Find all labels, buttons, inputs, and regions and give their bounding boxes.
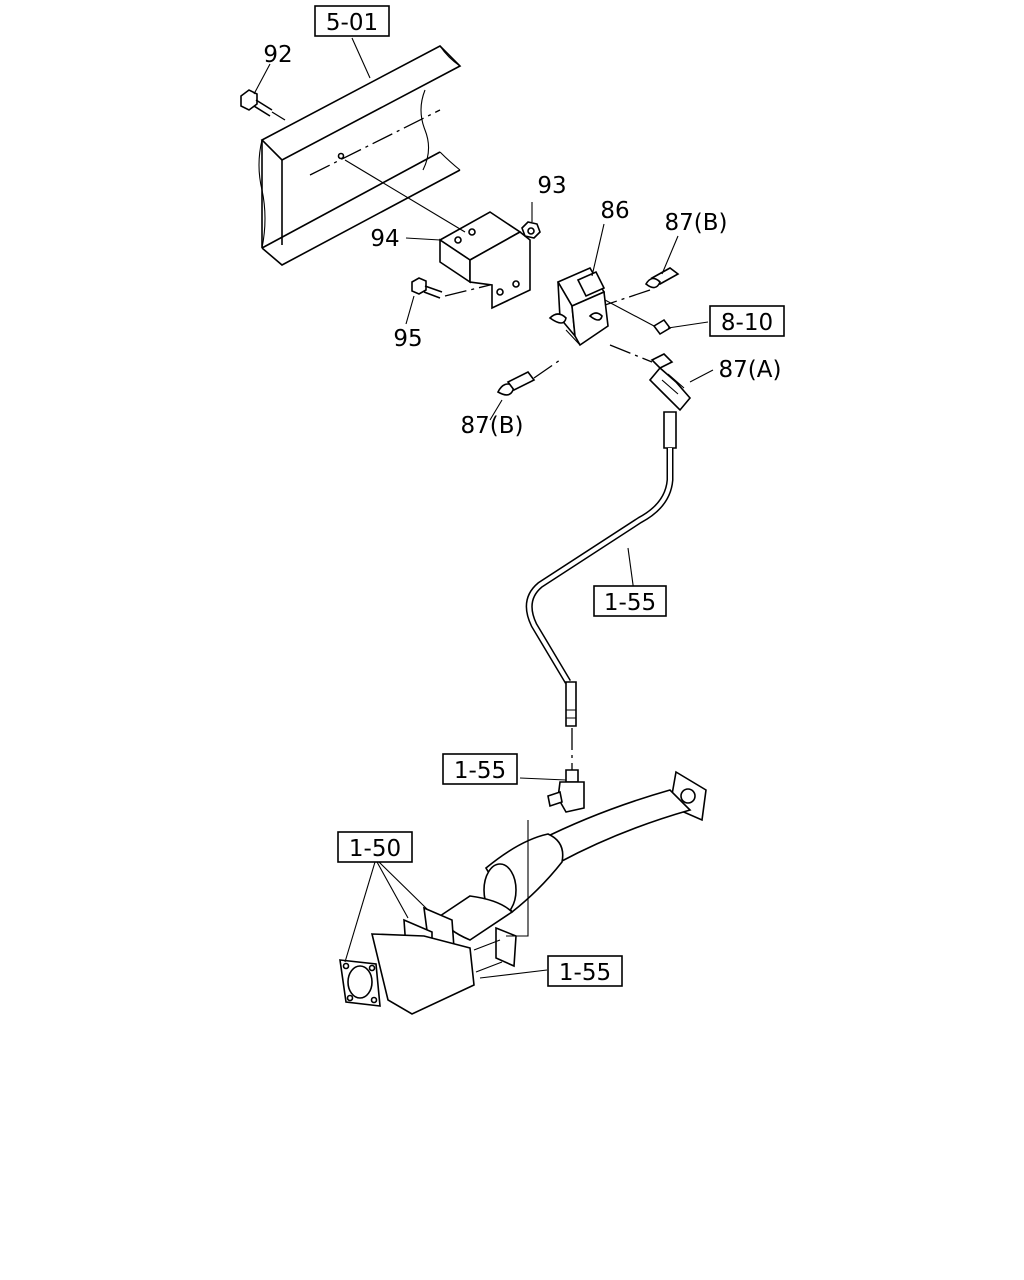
svg-text:1-50: 1-50 — [349, 836, 401, 862]
ref-box-harness: 8-10 — [709, 305, 785, 337]
label-93: 93 — [537, 173, 566, 199]
ref-box-pipe-upper: 1-55 — [593, 585, 667, 617]
svg-text:1-55: 1-55 — [454, 758, 506, 784]
nut-93 — [521, 221, 541, 239]
sensor-tee-fitting — [519, 769, 585, 813]
valve-86 — [548, 266, 609, 347]
bolt-95 — [411, 277, 491, 299]
label-95: 95 — [393, 326, 422, 352]
ref-box-pipe-lower: 1-55 — [547, 955, 623, 987]
label-94: 94 — [370, 226, 399, 252]
leader-lines — [253, 37, 679, 979]
label-87b-right: 87(B) — [665, 210, 728, 236]
ref-box-exhaust: 1-50 — [337, 831, 413, 863]
ref-box-pipe-tee: 1-55 — [442, 753, 518, 785]
bolt-92 — [240, 89, 286, 121]
svg-text:5-01: 5-01 — [326, 10, 378, 36]
fitting-87b-left — [489, 359, 561, 421]
label-86: 86 — [600, 198, 629, 224]
label-87a: 87(A) — [719, 357, 782, 383]
harness-connector — [604, 299, 709, 336]
pipe-assembly — [525, 411, 677, 770]
ref-box-frame: 5-01 — [314, 5, 390, 37]
label-92: 92 — [263, 42, 292, 68]
label-87b-left: 87(B) — [461, 413, 524, 439]
svg-text:1-55: 1-55 — [604, 590, 656, 616]
fitting-87b-right — [604, 267, 680, 306]
fitting-87a — [609, 344, 714, 412]
svg-text:8-10: 8-10 — [721, 310, 773, 336]
exhaust-pipe — [339, 770, 707, 1015]
bracket-94 — [344, 159, 531, 310]
svg-text:1-55: 1-55 — [559, 960, 611, 986]
frame-rail — [258, 45, 462, 266]
